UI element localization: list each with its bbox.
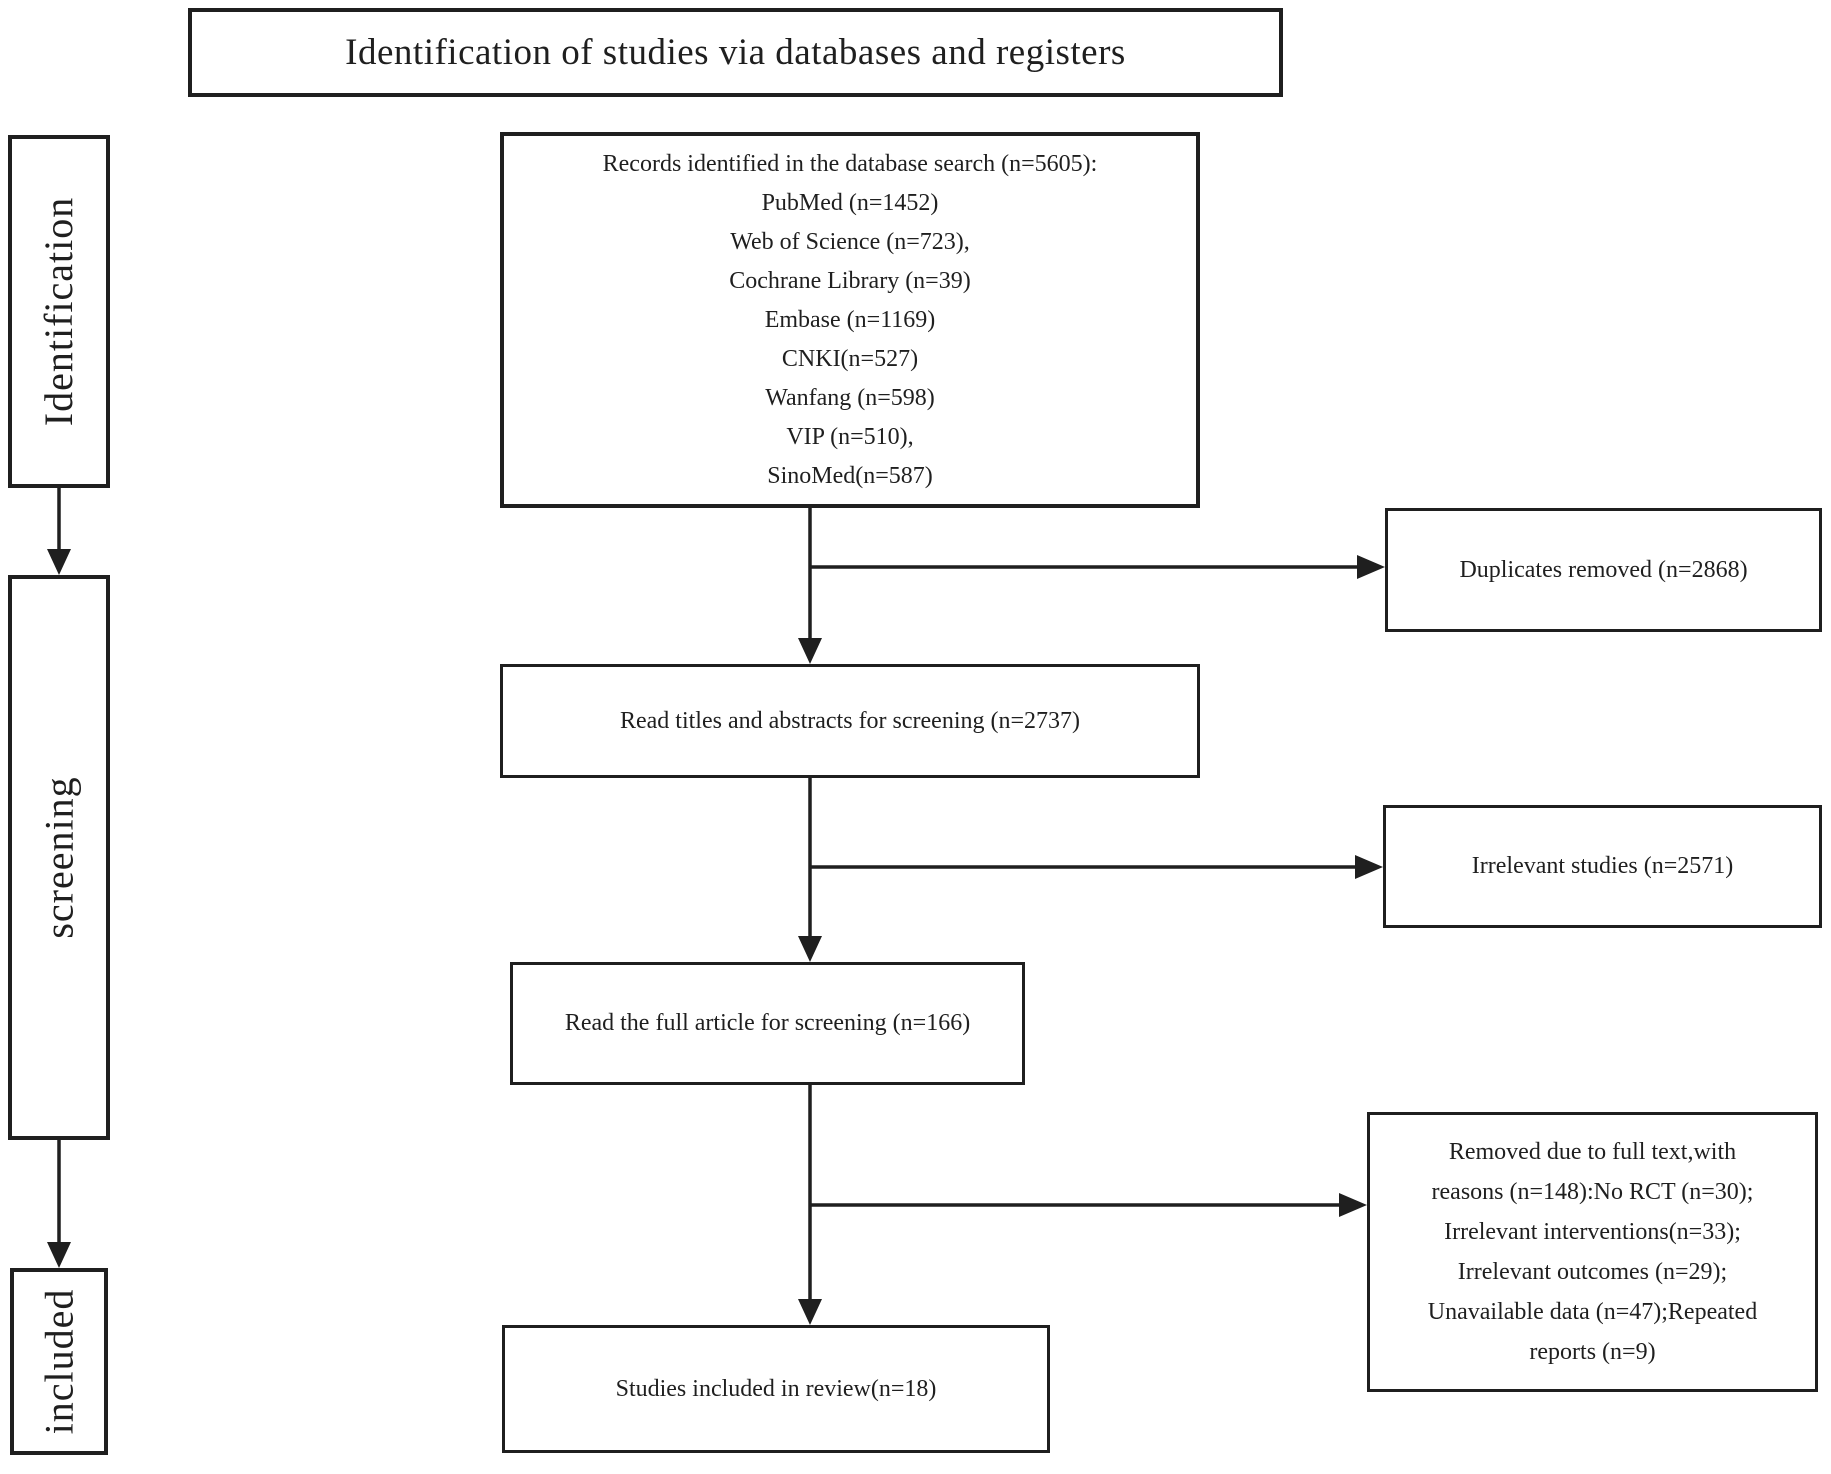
arrow-screening-to-included [47, 1140, 71, 1268]
studies-included-text: Studies included in review(n=18) [615, 1375, 937, 1402]
fulltext-screening-box: Read the full article for screening (n=1… [510, 962, 1025, 1085]
diagram-title-box: Identification of studies via databases … [188, 8, 1283, 97]
arrow-titles-to-fulltext [798, 778, 822, 962]
arrow-identification-to-screening [47, 488, 71, 575]
arrow-branch-to-duplicates [810, 555, 1385, 579]
arrow-records-to-titles [798, 508, 822, 664]
removed-fulltext-reasons-box: Removed due to full text,with reasons (n… [1367, 1112, 1818, 1392]
stage-label-identification: Identification [8, 135, 110, 488]
stage-label-screening-text: screening [36, 776, 82, 939]
duplicates-removed-box: Duplicates removed (n=2868) [1385, 508, 1822, 632]
diagram-title: Identification of studies via databases … [345, 32, 1126, 73]
stage-label-screening: screening [8, 575, 110, 1140]
stage-label-identification-text: Identification [36, 196, 82, 427]
arrow-branch-to-irrelevant [810, 855, 1383, 879]
irrelevant-studies-text: Irrelevant studies (n=2571) [1471, 853, 1734, 879]
stage-label-included: included [10, 1268, 108, 1455]
records-identified-box: Records identified in the database searc… [500, 132, 1200, 508]
duplicates-removed-text: Duplicates removed (n=2868) [1459, 556, 1748, 583]
irrelevant-studies-box: Irrelevant studies (n=2571) [1383, 805, 1822, 928]
stage-label-included-text: included [36, 1288, 82, 1435]
studies-included-box: Studies included in review(n=18) [502, 1325, 1050, 1453]
records-identified-text: Records identified in the database searc… [602, 150, 1098, 489]
fulltext-screening-text: Read the full article for screening (n=1… [564, 1010, 971, 1036]
titles-abstracts-screening-text: Read titles and abstracts for screening … [619, 707, 1081, 734]
arrow-fulltext-to-included [798, 1085, 822, 1325]
titles-abstracts-screening-box: Read titles and abstracts for screening … [500, 664, 1200, 778]
arrow-branch-to-removed [810, 1193, 1367, 1217]
removed-fulltext-reasons-text: Removed due to full text,with reasons (n… [1427, 1139, 1758, 1365]
